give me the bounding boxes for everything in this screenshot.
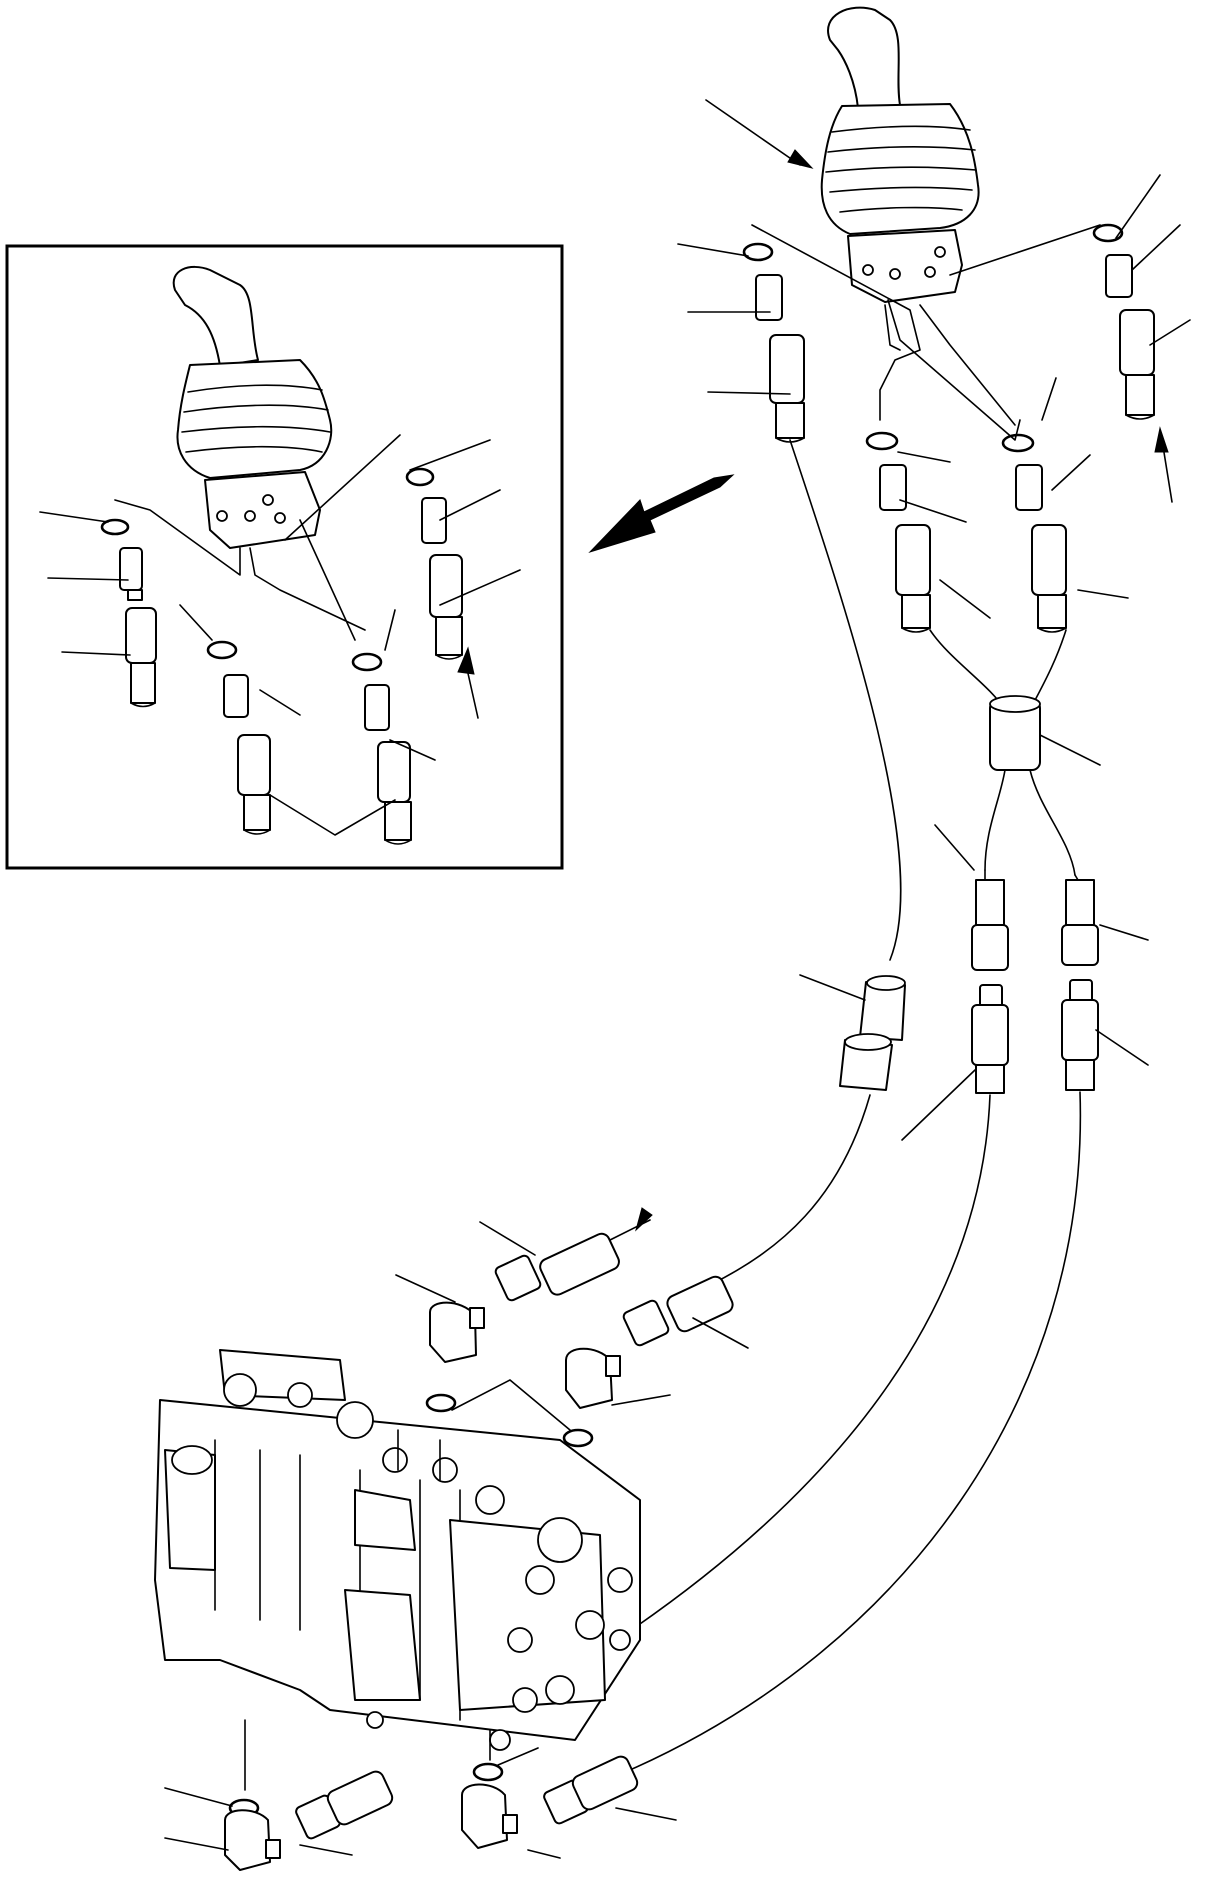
- main-center-left-fitting-stack: [865, 431, 931, 633]
- main-left-fitting-stack: [742, 242, 805, 443]
- mid-hose-couplings: [901, 824, 1149, 1141]
- inset-center-fitting-stack: [206, 640, 271, 835]
- main-leader-lines: [677, 99, 1191, 619]
- inset-leader-lines: [39, 439, 521, 761]
- inset-reference-arrow: [588, 474, 735, 554]
- joystick-lever-main: [751, 6, 1101, 441]
- inset-left-fitting-stack: [100, 518, 157, 708]
- inset-detail-box: [5, 244, 564, 870]
- main-right-fitting-stack: [1092, 223, 1173, 503]
- control-valve-block: [154, 1349, 641, 1751]
- hose-protector-sleeve: [799, 974, 906, 1091]
- hose-junction-sleeve: [929, 629, 1101, 876]
- inset-upper-right-fitting-stack: [405, 467, 463, 660]
- main-center-right-fitting-stack: [1001, 433, 1067, 633]
- joystick-lever-inset: [114, 265, 401, 641]
- valve-lower-fittings: [164, 1719, 677, 1871]
- valve-upper-fittings: [395, 1207, 749, 1461]
- inset-right-fitting-stack: [269, 652, 412, 845]
